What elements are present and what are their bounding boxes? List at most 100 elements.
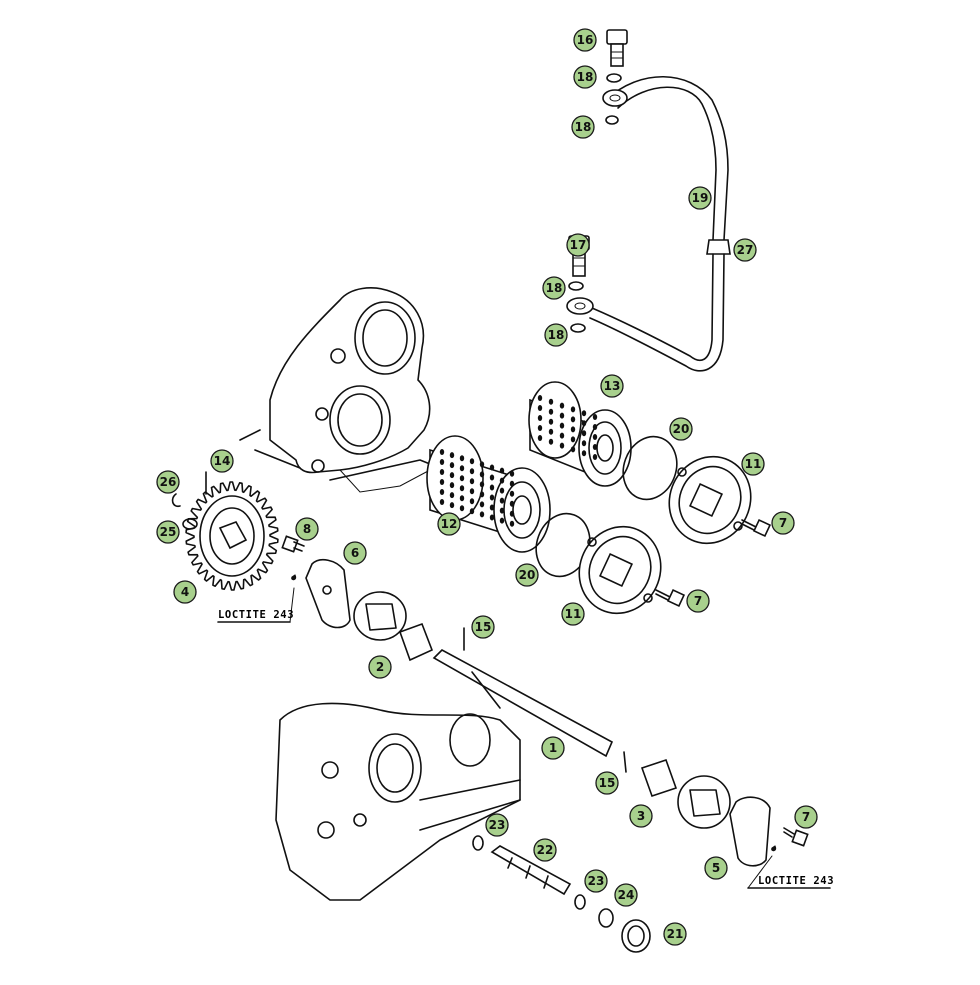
pump-rotor-outer-right bbox=[677, 775, 731, 829]
callout-3: 3 bbox=[629, 804, 653, 828]
callout-2: 2 bbox=[368, 655, 392, 679]
pump-cover-plate-left bbox=[305, 558, 351, 629]
callout-11: 11 bbox=[741, 452, 765, 476]
callout-number: 2 bbox=[376, 660, 384, 674]
callout-27: 27 bbox=[733, 238, 757, 262]
callout-number: 7 bbox=[802, 810, 810, 824]
callout-12: 12 bbox=[437, 512, 461, 536]
thrust-washer bbox=[182, 518, 198, 530]
washer-upper-a bbox=[606, 73, 622, 83]
callout-18: 18 bbox=[573, 65, 597, 89]
callout-number: 23 bbox=[588, 874, 605, 888]
callout-18: 18 bbox=[544, 323, 568, 347]
callout-18: 18 bbox=[571, 115, 595, 139]
callout-number: 11 bbox=[565, 607, 582, 621]
callout-number: 23 bbox=[489, 818, 506, 832]
callout-5: 5 bbox=[704, 856, 728, 880]
callout-number: 18 bbox=[575, 120, 592, 134]
callout-20: 20 bbox=[515, 563, 539, 587]
callout-number: 18 bbox=[546, 281, 563, 295]
callout-23: 23 bbox=[584, 869, 608, 893]
callout-number: 4 bbox=[181, 585, 189, 599]
callout-23: 23 bbox=[485, 813, 509, 837]
callout-number: 12 bbox=[441, 517, 458, 531]
oil-filter-small bbox=[528, 381, 632, 487]
callout-number: 5 bbox=[712, 861, 720, 875]
callout-22: 22 bbox=[533, 838, 557, 862]
screw-cover-lower bbox=[655, 588, 686, 608]
callout-number: 27 bbox=[737, 243, 754, 257]
callout-number: 18 bbox=[577, 70, 594, 84]
callout-number: 16 bbox=[577, 33, 594, 47]
crankcase-lower-section bbox=[275, 702, 521, 901]
callout-13: 13 bbox=[600, 374, 624, 398]
circlip bbox=[171, 493, 181, 508]
screw-pump-cover bbox=[771, 827, 809, 852]
callout-4: 4 bbox=[173, 580, 197, 604]
o-ring-valve-b bbox=[574, 894, 586, 910]
callout-number: 13 bbox=[604, 379, 621, 393]
pump-shaft bbox=[432, 649, 614, 758]
washer-upper-b bbox=[605, 115, 619, 125]
callout-number: 22 bbox=[537, 843, 554, 857]
callout-number: 20 bbox=[519, 568, 536, 582]
callout-20: 20 bbox=[669, 417, 693, 441]
oil-line-upper-banjo bbox=[602, 75, 729, 241]
pump-rotor-outer-left bbox=[353, 591, 407, 641]
callout-26: 26 bbox=[156, 470, 180, 494]
o-ring-upper bbox=[622, 435, 678, 501]
callout-number: 8 bbox=[303, 522, 311, 536]
loctite-note-gear-bolt: LOCTITE 243 bbox=[218, 609, 294, 621]
banjo-bolt-upper bbox=[606, 29, 628, 67]
crankcase-upper-section bbox=[239, 287, 471, 493]
filter-cover-lower bbox=[578, 525, 662, 615]
oil-line-coupling bbox=[589, 239, 731, 372]
oil-pressure-valve bbox=[490, 845, 572, 896]
callout-number: 15 bbox=[475, 620, 492, 634]
screw-plug bbox=[621, 919, 651, 953]
callout-19: 19 bbox=[688, 186, 712, 210]
callout-number: 17 bbox=[570, 238, 587, 252]
oil-line-lower-banjo bbox=[566, 297, 594, 315]
callout-number: 18 bbox=[548, 328, 565, 342]
callout-number: 21 bbox=[667, 927, 684, 941]
callout-6: 6 bbox=[343, 541, 367, 565]
callout-11: 11 bbox=[561, 602, 585, 626]
callout-number: 26 bbox=[160, 475, 177, 489]
callout-14: 14 bbox=[210, 449, 234, 473]
callout-18: 18 bbox=[542, 276, 566, 300]
callout-17: 17 bbox=[566, 233, 590, 257]
filter-cover-upper bbox=[668, 455, 752, 545]
callout-layer: 1234567778111112131415151617181818181920… bbox=[156, 28, 818, 946]
callout-7: 7 bbox=[794, 805, 818, 829]
o-ring-valve-a bbox=[472, 835, 484, 851]
callout-7: 7 bbox=[771, 511, 795, 535]
callout-number: 6 bbox=[351, 546, 359, 560]
pump-rotor-inner-left bbox=[398, 622, 434, 662]
callout-number: 1 bbox=[549, 741, 557, 755]
callout-number: 7 bbox=[694, 594, 702, 608]
callout-number: 3 bbox=[637, 809, 645, 823]
shaft-pin-lower bbox=[623, 751, 627, 773]
gear-bolt bbox=[281, 535, 305, 581]
callout-number: 11 bbox=[745, 457, 762, 471]
washer-lower-b bbox=[570, 323, 586, 333]
callout-number: 19 bbox=[692, 191, 709, 205]
callout-number: 7 bbox=[779, 516, 787, 530]
loctite-note-cover-screw: LOCTITE 243 bbox=[758, 875, 834, 887]
callout-15: 15 bbox=[471, 615, 495, 639]
seal-ring-plug bbox=[598, 908, 614, 928]
callout-number: 24 bbox=[618, 888, 635, 902]
callout-25: 25 bbox=[156, 520, 180, 544]
pump-cover-plate-right bbox=[729, 796, 771, 867]
washer-lower-a bbox=[568, 281, 584, 291]
callout-1: 1 bbox=[541, 736, 565, 760]
callout-21: 21 bbox=[663, 922, 687, 946]
callout-number: 20 bbox=[673, 422, 690, 436]
callout-15: 15 bbox=[595, 771, 619, 795]
screw-cover-upper bbox=[741, 518, 772, 538]
callout-16: 16 bbox=[573, 28, 597, 52]
pump-drive-gear bbox=[185, 481, 279, 591]
callout-7: 7 bbox=[686, 589, 710, 613]
